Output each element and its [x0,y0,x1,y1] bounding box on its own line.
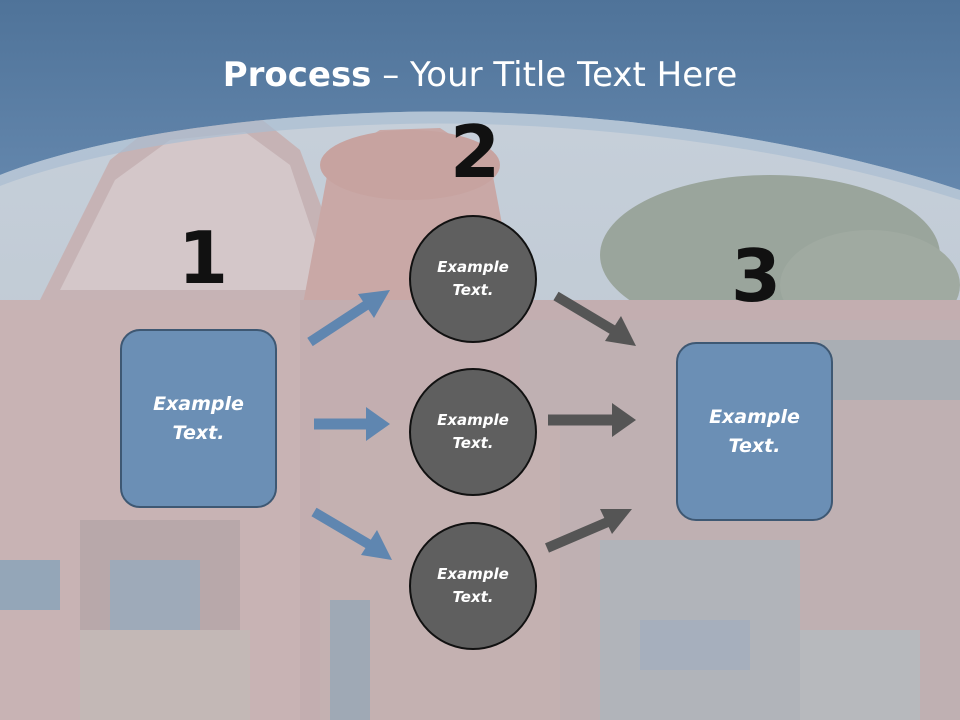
step-number-1: 1 [178,216,229,300]
arrow-blue-down [311,507,392,560]
arrow-blue-right [314,407,390,441]
title-bold: Process [222,55,372,95]
step-number-3: 3 [731,234,782,318]
circle-bottom-label: Example Text. [437,565,509,606]
step-1-box[interactable]: Example Text. [120,329,277,508]
step-1-box-label: Example Text. [153,392,244,444]
step-3-box-label: Example Text. [709,405,800,457]
circle-middle-label: Example Text. [437,411,509,452]
arrow-gray-down [553,291,636,346]
step-number-2: 2 [450,110,501,194]
arrow-blue-up [307,290,390,347]
slide-title: Process – Your Title Text Here [0,52,960,98]
circle-top[interactable]: Example Text. [409,215,537,343]
arrow-gray-up [545,509,632,553]
circle-bottom[interactable]: Example Text. [409,522,537,650]
arrow-gray-right [548,403,636,437]
title-rest: – Your Title Text Here [371,55,738,95]
step-3-box[interactable]: Example Text. [676,342,833,521]
circle-top-label: Example Text. [437,258,509,299]
circle-middle[interactable]: Example Text. [409,368,537,496]
